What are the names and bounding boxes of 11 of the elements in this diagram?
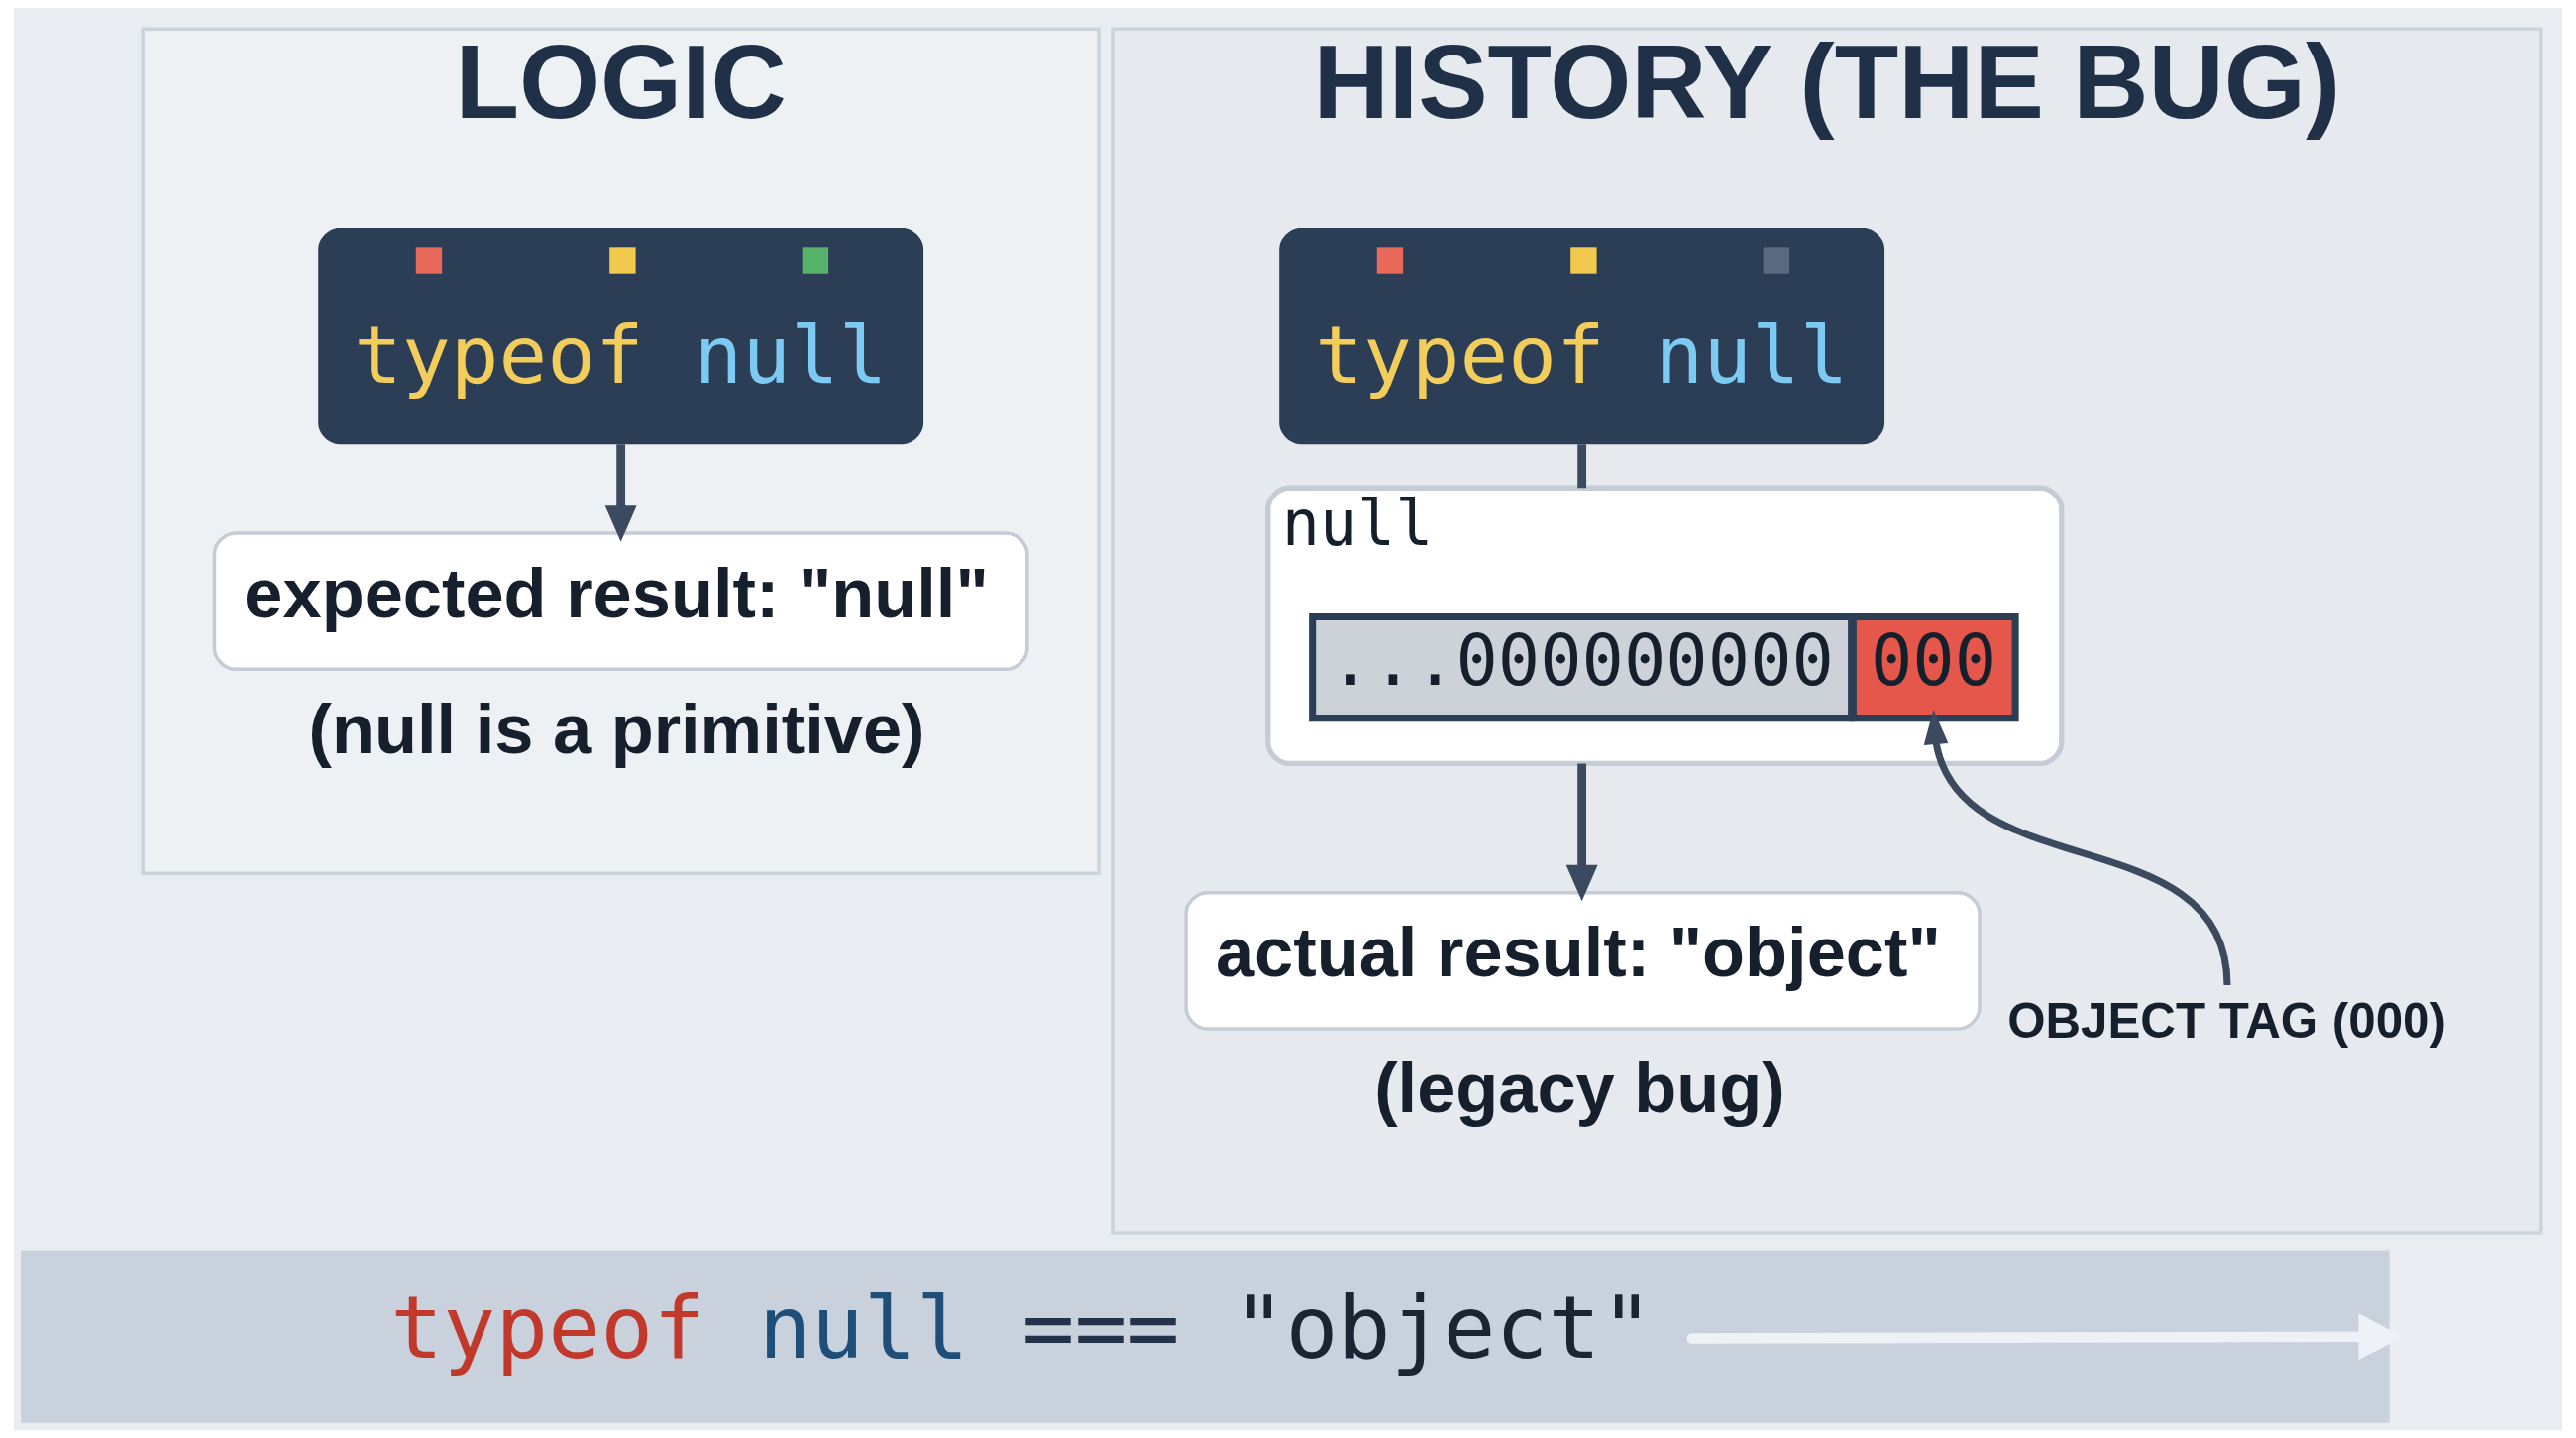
node-label: (legacy bug): [1374, 1049, 1785, 1128]
node-label: (null is a primitive): [308, 689, 925, 768]
arrow: [1565, 763, 1598, 902]
node-box: typeof null: [1279, 227, 1885, 445]
node-text: OBJECT TAG (000): [2007, 992, 2446, 1048]
arrow: [604, 444, 637, 542]
node-box: 000: [1849, 613, 2019, 722]
node-box: typeof null === "object": [21, 1250, 2390, 1423]
node-box: typeof null: [318, 227, 924, 445]
arrow: [1923, 709, 2231, 986]
connector: [1577, 444, 1587, 489]
